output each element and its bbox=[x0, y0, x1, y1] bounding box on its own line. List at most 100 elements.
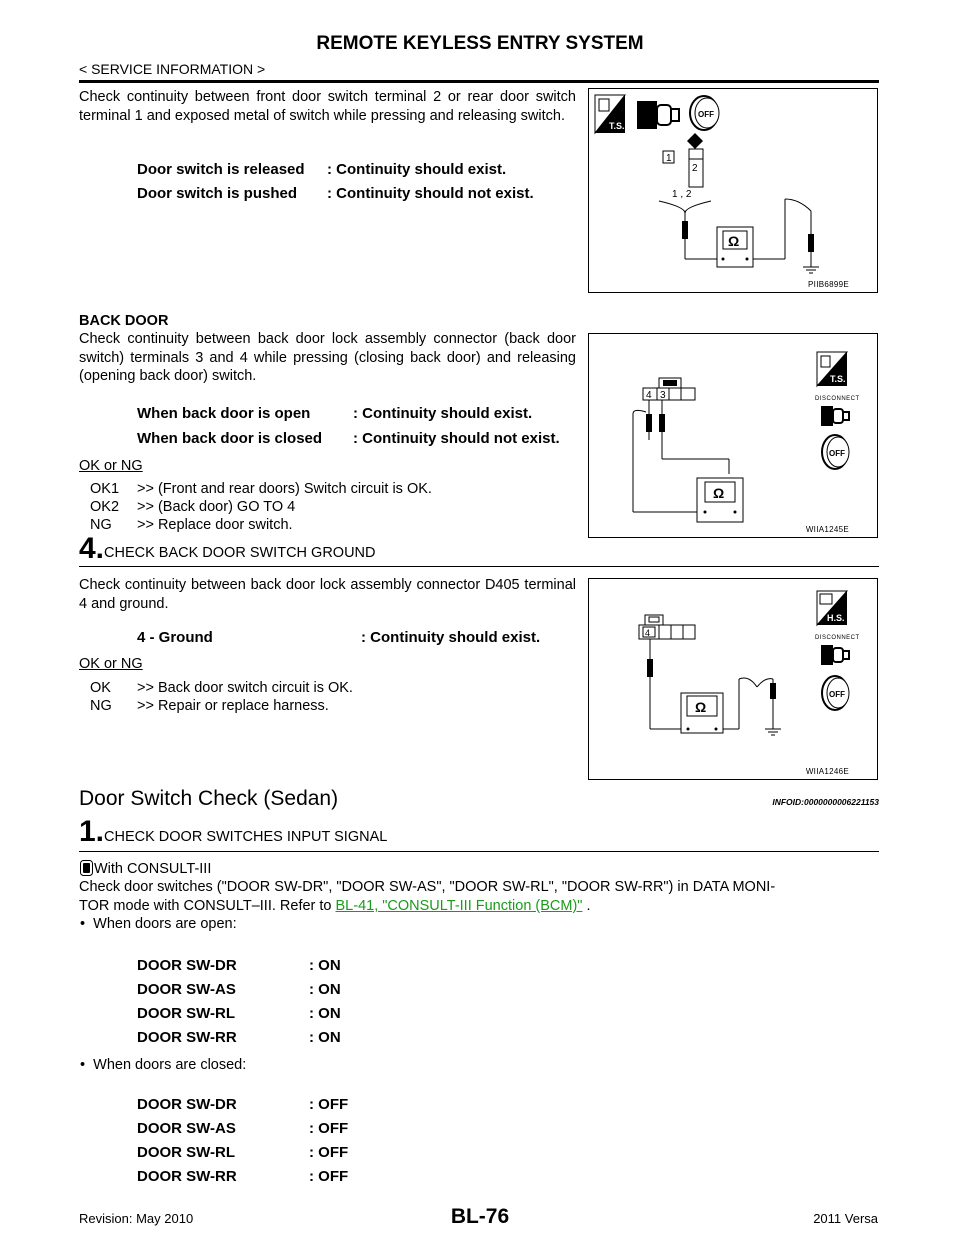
result-text: >> Back door switch circuit is OK. bbox=[137, 680, 353, 696]
result-code: NG bbox=[90, 698, 112, 714]
svg-text:1 , 2: 1 , 2 bbox=[672, 189, 692, 200]
step-rule bbox=[79, 851, 879, 852]
bullet-open: • When doors are open: bbox=[80, 916, 237, 932]
result-code: OK bbox=[90, 680, 111, 696]
result-text: >> Replace door switch. bbox=[137, 517, 293, 533]
spec-cond: When back door is open bbox=[137, 405, 311, 422]
ok-ng-label: OK or NG bbox=[79, 656, 143, 672]
monitor-value: : OFF bbox=[309, 1120, 349, 1137]
open-label: When doors are open: bbox=[93, 916, 237, 932]
monitor-item: DOOR SW-RL bbox=[137, 1144, 236, 1161]
svg-text:Ω: Ω bbox=[728, 233, 739, 249]
step4-text: Check continuity between back door lock … bbox=[79, 577, 576, 612]
connector-icon bbox=[821, 406, 850, 426]
svg-text:OFF: OFF bbox=[829, 449, 845, 458]
bullet-closed: • When doors are closed: bbox=[80, 1057, 247, 1073]
spec-result: : Continuity should exist. bbox=[327, 161, 507, 178]
result-code: OK2 bbox=[90, 499, 120, 515]
monitor-value: : ON bbox=[309, 1029, 341, 1046]
back-door-connector: 4 3 Ω bbox=[632, 377, 744, 523]
figure-back-door-switch: 4 3 Ω T.S. DISCONNECT bbox=[588, 333, 878, 538]
svg-text:Ω: Ω bbox=[695, 699, 706, 715]
step1-text-line1: Check door switches ("DOOR SW-DR", "DOOR… bbox=[79, 879, 776, 895]
figure-back-door-ground: 4 Ω H.S. bbox=[588, 578, 878, 780]
info-id: INFOID:0000000006221153 bbox=[772, 797, 879, 807]
monitor-value: : ON bbox=[309, 957, 341, 974]
monitor-item: DOOR SW-AS bbox=[137, 981, 236, 998]
svg-text:Ω: Ω bbox=[713, 485, 724, 501]
result-text: >> (Back door) GO TO 4 bbox=[137, 499, 296, 515]
disconnect-label: DISCONNECT bbox=[815, 396, 860, 402]
ignition-off-icon: OFF bbox=[821, 675, 850, 711]
result-code: OK1 bbox=[90, 481, 120, 497]
front-door-check-text: Check continuity between front door swit… bbox=[79, 89, 576, 124]
footer-model: 2011 Versa bbox=[813, 1211, 878, 1226]
step-number: 4. bbox=[79, 532, 105, 565]
step-rule bbox=[79, 566, 879, 567]
spec-result: : Continuity should exist. bbox=[353, 405, 533, 422]
hs-icon: H.S. bbox=[816, 590, 849, 627]
with-consult-label: With CONSULT-III bbox=[94, 861, 212, 877]
step1-text-line2: TOR mode with CONSULT–III. Refer to BL-4… bbox=[79, 897, 591, 916]
ts-icon: T.S. bbox=[816, 351, 849, 388]
closed-label: When doors are closed: bbox=[93, 1057, 247, 1073]
svg-text:T.S.: T.S. bbox=[609, 121, 625, 131]
svg-text:H.S.: H.S. bbox=[827, 613, 845, 623]
monitor-value: : ON bbox=[309, 981, 341, 998]
step-title: CHECK DOOR SWITCHES INPUT SIGNAL bbox=[104, 829, 388, 845]
ts-icon: T.S. bbox=[594, 94, 627, 135]
figure-id: WIIA1245E bbox=[805, 525, 849, 534]
spec-result: : Continuity should not exist. bbox=[327, 185, 534, 202]
figure-id: PIIB6899E bbox=[808, 280, 849, 289]
result-text: >> Repair or replace harness. bbox=[137, 698, 329, 714]
svg-text:4: 4 bbox=[646, 390, 652, 401]
footer-revision: Revision: May 2010 bbox=[79, 1211, 194, 1226]
monitor-item: DOOR SW-DR bbox=[137, 957, 237, 974]
disconnect-label: DISCONNECT bbox=[815, 635, 860, 641]
monitor-value: : OFF bbox=[309, 1096, 349, 1113]
figure-front-door-switch: T.S. OFF 1 2 1 , 2 bbox=[588, 88, 878, 293]
svg-text:OFF: OFF bbox=[698, 110, 714, 119]
monitor-item: DOOR SW-RR bbox=[137, 1168, 237, 1185]
spec-cond: Door switch is pushed bbox=[137, 185, 298, 202]
monitor-item: DOOR SW-AS bbox=[137, 1120, 236, 1137]
svg-text:2: 2 bbox=[692, 163, 698, 174]
connector-icon bbox=[637, 101, 680, 129]
step-title: CHECK BACK DOOR SWITCH GROUND bbox=[104, 545, 376, 561]
monitor-item: DOOR SW-RR bbox=[137, 1029, 237, 1046]
spec-result: : Continuity should not exist. bbox=[353, 430, 560, 447]
svg-text:3: 3 bbox=[660, 390, 666, 401]
consult-function-link[interactable]: BL-41, "CONSULT-III Function (BCM)" bbox=[335, 898, 583, 914]
result-code: NG bbox=[90, 517, 112, 533]
ok-ng-label: OK or NG bbox=[79, 458, 143, 474]
step1-text-prefix: TOR mode with CONSULT–III. Refer to bbox=[79, 898, 332, 914]
page-number: BL-76 bbox=[450, 1205, 510, 1228]
monitor-item: DOOR SW-RL bbox=[137, 1005, 236, 1022]
monitor-value: : OFF bbox=[309, 1168, 349, 1185]
step-number: 1. bbox=[79, 815, 105, 848]
ignition-off-icon: OFF bbox=[689, 95, 720, 131]
monitor-item: DOOR SW-DR bbox=[137, 1096, 237, 1113]
svg-text:1: 1 bbox=[666, 153, 672, 164]
section-title: Door Switch Check (Sedan) bbox=[79, 787, 339, 810]
spec-cond: 4 - Ground bbox=[137, 629, 213, 646]
result-text: >> (Front and rear doors) Switch circuit… bbox=[137, 481, 432, 497]
section-breadcrumb: < SERVICE INFORMATION > bbox=[79, 61, 266, 77]
figure-id: WIIA1246E bbox=[805, 767, 849, 776]
monitor-value: : ON bbox=[309, 1005, 341, 1022]
monitor-value: : OFF bbox=[309, 1144, 349, 1161]
door-switch-diagram: 1 2 1 , 2 Ω bbox=[658, 133, 819, 274]
svg-text:T.S.: T.S. bbox=[830, 374, 846, 384]
ground-circuit-diagram: 4 Ω bbox=[638, 614, 781, 736]
page-title: REMOTE KEYLESS ENTRY SYSTEM bbox=[316, 33, 644, 54]
spec-result: : Continuity should exist. bbox=[361, 629, 541, 646]
spec-cond: When back door is closed bbox=[137, 430, 323, 447]
step1-text-suffix: . bbox=[586, 898, 591, 914]
consult-tool-icon bbox=[80, 860, 93, 876]
svg-text:4: 4 bbox=[645, 628, 650, 638]
connector-icon bbox=[821, 645, 850, 665]
back-door-text: Check continuity between back door lock … bbox=[79, 331, 576, 384]
back-door-heading: BACK DOOR bbox=[79, 313, 169, 329]
header-rule bbox=[79, 80, 879, 83]
ignition-off-icon: OFF bbox=[821, 434, 850, 470]
